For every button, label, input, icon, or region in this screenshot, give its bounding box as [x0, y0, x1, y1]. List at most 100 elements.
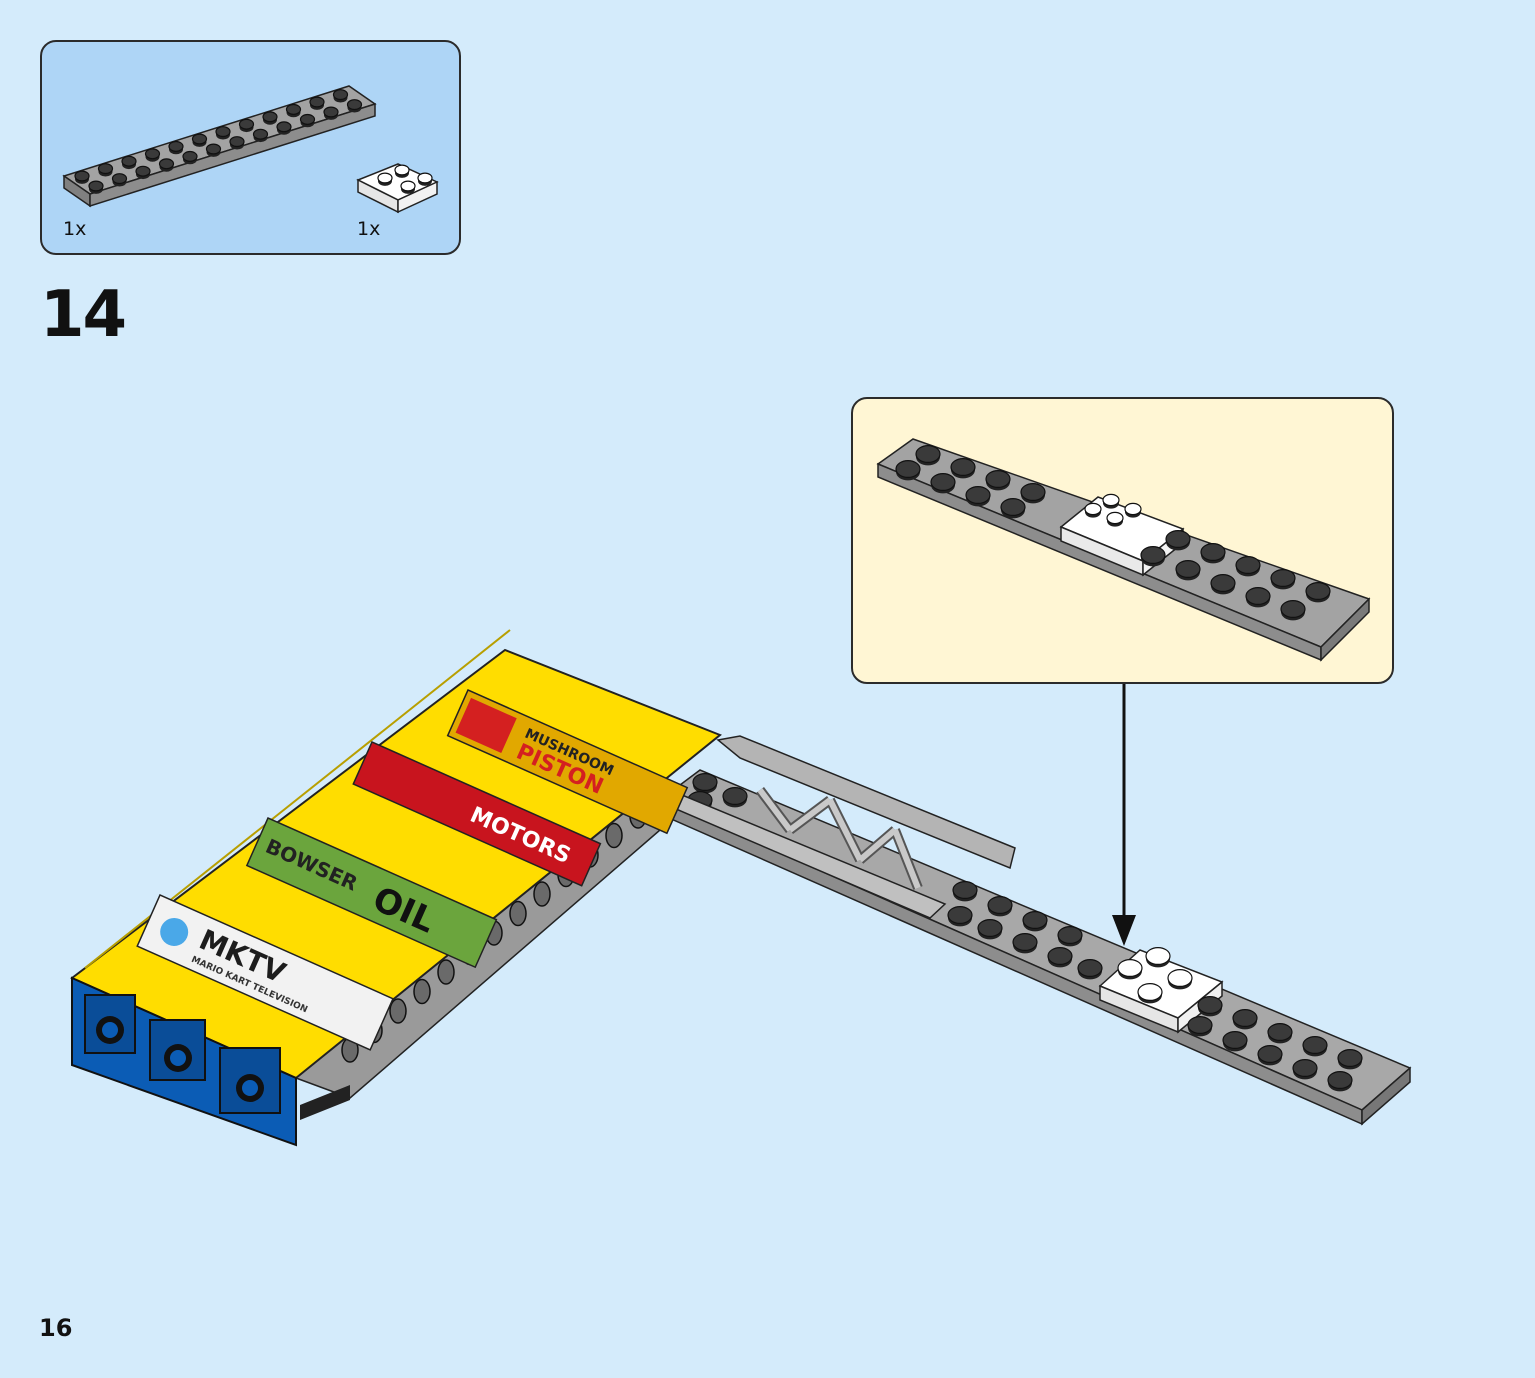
- stud: [97, 163, 114, 175]
- stud: [1280, 600, 1306, 619]
- stud: [215, 126, 231, 138]
- stud: [238, 118, 255, 130]
- stud: [692, 772, 718, 791]
- stud: [950, 457, 976, 476]
- stud: [965, 485, 991, 504]
- stud: [985, 469, 1011, 488]
- stud: [1175, 560, 1201, 579]
- stud: [1020, 482, 1046, 501]
- placement-arrow-icon: [1112, 684, 1136, 946]
- stud: [1102, 493, 1120, 507]
- decal-mktv: MKTV MARIO KART TELEVISION: [136, 894, 394, 1051]
- stud: [1084, 502, 1102, 516]
- stud: [1012, 932, 1038, 951]
- stud: [977, 918, 1003, 937]
- side-hole: [413, 978, 431, 1005]
- stud: [722, 786, 748, 805]
- stud: [276, 121, 292, 133]
- part-quantity-gray-plate: 1x: [63, 218, 87, 240]
- parts-list-illustration: [62, 85, 439, 214]
- stud: [1270, 569, 1296, 588]
- stud: [1000, 497, 1026, 516]
- stud: [1057, 925, 1083, 944]
- stud: [417, 172, 433, 184]
- stud: [252, 128, 269, 140]
- callout-box: [851, 397, 1394, 684]
- blue-technic-holes: [84, 994, 281, 1114]
- stud: [1257, 1044, 1283, 1063]
- stud: [1337, 1048, 1363, 1067]
- stud: [915, 444, 941, 463]
- side-hole: [605, 822, 623, 849]
- assembled-plate-icon: [876, 438, 1371, 662]
- stud: [377, 172, 393, 184]
- stud: [1235, 556, 1261, 575]
- stud: [144, 148, 161, 160]
- plate-2x2-icon: [356, 163, 439, 214]
- stud: [332, 89, 349, 101]
- side-hole: [509, 900, 527, 927]
- stud: [1077, 958, 1103, 977]
- stud: [1167, 968, 1193, 987]
- stud: [1232, 1008, 1258, 1027]
- stud: [262, 111, 278, 123]
- stud: [346, 99, 363, 111]
- stud: [1197, 995, 1223, 1014]
- stud: [168, 140, 184, 152]
- stud: [309, 96, 325, 108]
- parts-list-box: 1x 1x: [40, 40, 461, 255]
- truss-frame: [653, 735, 1016, 919]
- stud: [987, 895, 1013, 914]
- stud: [1222, 1030, 1248, 1049]
- base-plate: [658, 769, 1412, 1126]
- stud: [74, 170, 90, 182]
- stud: [1022, 910, 1048, 929]
- stud: [88, 180, 104, 192]
- stud: [1305, 582, 1331, 601]
- side-hole: [437, 959, 455, 985]
- stud: [121, 155, 137, 167]
- page-number: 16: [39, 1314, 73, 1342]
- stud: [1292, 1058, 1318, 1077]
- stud: [1106, 511, 1124, 525]
- stud: [1124, 502, 1142, 516]
- stud: [191, 133, 208, 145]
- stud: [1137, 982, 1163, 1001]
- stud: [299, 113, 316, 125]
- stud: [952, 880, 978, 899]
- stud: [323, 106, 339, 118]
- stud: [1117, 958, 1143, 977]
- stud: [1140, 546, 1166, 565]
- stud: [205, 143, 222, 155]
- stud: [182, 150, 198, 162]
- stud: [1210, 574, 1236, 593]
- stud: [895, 459, 921, 478]
- side-hole: [533, 881, 551, 907]
- stud: [1200, 543, 1226, 562]
- stud: [930, 472, 956, 491]
- stud: [158, 158, 175, 170]
- stud: [1245, 587, 1271, 606]
- step-number: 14: [40, 278, 127, 352]
- stud: [1302, 1035, 1328, 1054]
- part-quantity-white-plate: 1x: [357, 218, 381, 240]
- stud: [947, 905, 973, 924]
- stud: [1187, 1015, 1213, 1034]
- stud: [1267, 1022, 1293, 1041]
- stud: [229, 136, 245, 148]
- decal-mushroom-piston: MUSHROOM PISTON: [446, 689, 689, 835]
- stud: [1165, 530, 1191, 549]
- stud: [1047, 946, 1073, 965]
- stud: [1145, 946, 1171, 965]
- stud: [400, 180, 416, 192]
- stud: [285, 103, 302, 115]
- side-hole: [389, 998, 407, 1024]
- stud: [394, 164, 410, 176]
- decal-bowser-oil: BOWSER OIL: [245, 817, 498, 969]
- stud: [111, 173, 128, 185]
- plate-2x12-icon: [62, 85, 377, 208]
- callout-illustration: [876, 438, 1371, 662]
- stud: [1327, 1070, 1353, 1089]
- stud: [135, 165, 151, 177]
